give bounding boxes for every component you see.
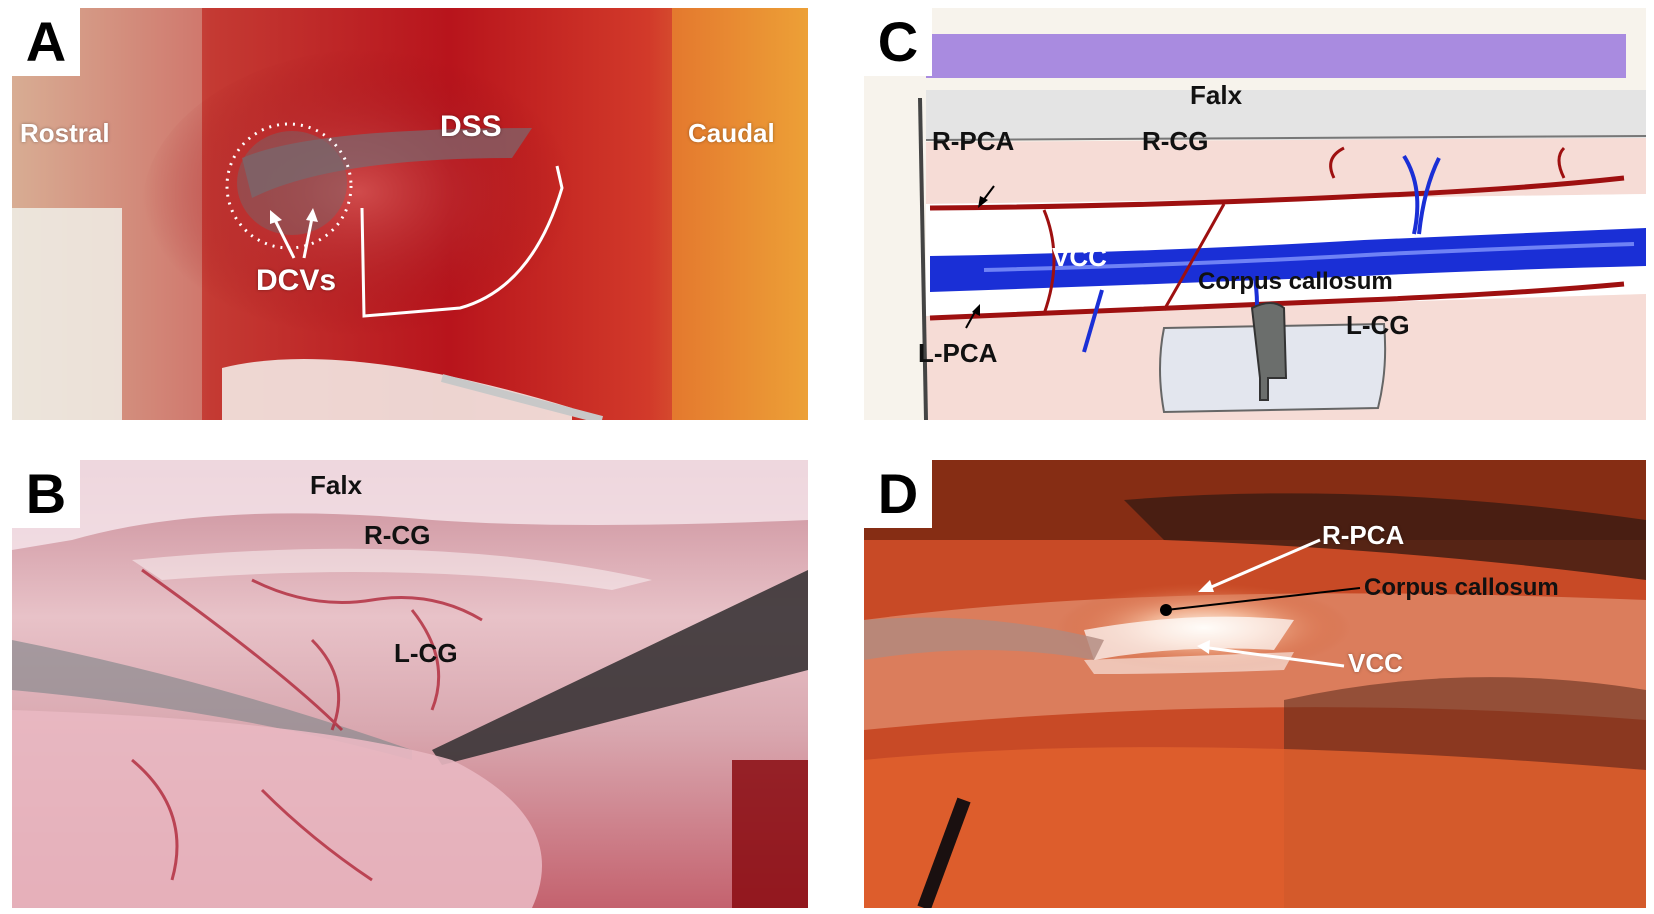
panel-c-illustration: C Falx R-PCA R-CG VCC Corpus callosum L-… bbox=[864, 8, 1646, 420]
panel-letter-c: C bbox=[864, 8, 932, 76]
panel-a-image bbox=[12, 8, 808, 420]
label-r-cg: R-CG bbox=[364, 520, 431, 550]
label-c-l-pca: L-PCA bbox=[918, 338, 998, 368]
label-d-corpus-callosum: Corpus callosum bbox=[1364, 574, 1559, 601]
panel-b-image bbox=[12, 460, 808, 908]
label-c-corpus-callosum: Corpus callosum bbox=[1198, 268, 1393, 295]
label-d-r-pca: R-PCA bbox=[1322, 520, 1405, 550]
label-c-r-cg: R-CG bbox=[1142, 126, 1209, 156]
panel-letter-a: A bbox=[12, 8, 80, 76]
label-c-falx: Falx bbox=[1190, 80, 1243, 110]
label-c-l-cg: L-CG bbox=[1346, 310, 1410, 340]
label-caudal: Caudal bbox=[688, 118, 775, 148]
label-c-vcc: VCC bbox=[1052, 242, 1107, 272]
label-falx: Falx bbox=[310, 470, 363, 500]
label-c-r-pca: R-PCA bbox=[932, 126, 1015, 156]
panel-b-microscope-photo: B Falx R-CG L-CG bbox=[12, 460, 808, 908]
panel-a-surgical-photo: A Rostral Caudal DSS DCVs bbox=[12, 8, 808, 420]
panel-letter-d: D bbox=[864, 460, 932, 528]
panel-c-image bbox=[864, 8, 1646, 420]
label-rostral: Rostral bbox=[20, 118, 110, 148]
label-dcvs: DCVs bbox=[256, 264, 337, 297]
falx-band bbox=[926, 34, 1626, 78]
label-dss: DSS bbox=[440, 110, 502, 143]
label-l-cg: L-CG bbox=[394, 638, 458, 668]
panel-d-image bbox=[864, 460, 1646, 908]
label-d-vcc: VCC bbox=[1348, 648, 1403, 678]
panel-d-microscope-photo: D R-PCA Corpus callosum VCC bbox=[864, 460, 1646, 908]
panel-letter-b: B bbox=[12, 460, 80, 528]
